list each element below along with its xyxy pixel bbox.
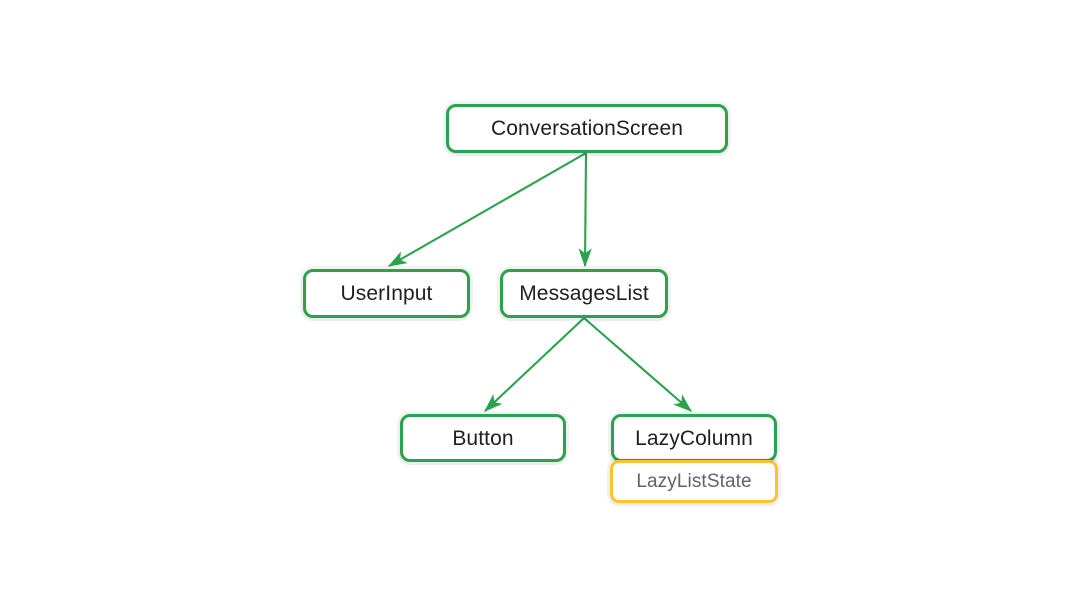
node-conversation-screen[interactable]: ConversationScreen	[446, 104, 728, 153]
node-lazy-list-state[interactable]: LazyListState	[610, 460, 778, 503]
node-label: UserInput	[340, 282, 433, 305]
edge-conversation-to-userinput	[387, 152, 587, 267]
edge-conversation-to-messageslist	[578, 152, 592, 268]
node-label: LazyListState	[636, 471, 752, 492]
node-messages-list[interactable]: MessagesList	[500, 269, 668, 318]
node-label: MessagesList	[519, 282, 649, 305]
node-lazy-column[interactable]: LazyColumn	[611, 414, 777, 462]
node-label: LazyColumn	[635, 426, 753, 450]
edge-messageslist-to-button	[484, 317, 585, 412]
node-label: Button	[452, 426, 514, 450]
node-user-input[interactable]: UserInput	[303, 269, 470, 318]
node-label: ConversationScreen	[490, 117, 684, 140]
node-button[interactable]: Button	[400, 414, 566, 462]
edge-messageslist-to-lazycolumn	[583, 317, 692, 412]
